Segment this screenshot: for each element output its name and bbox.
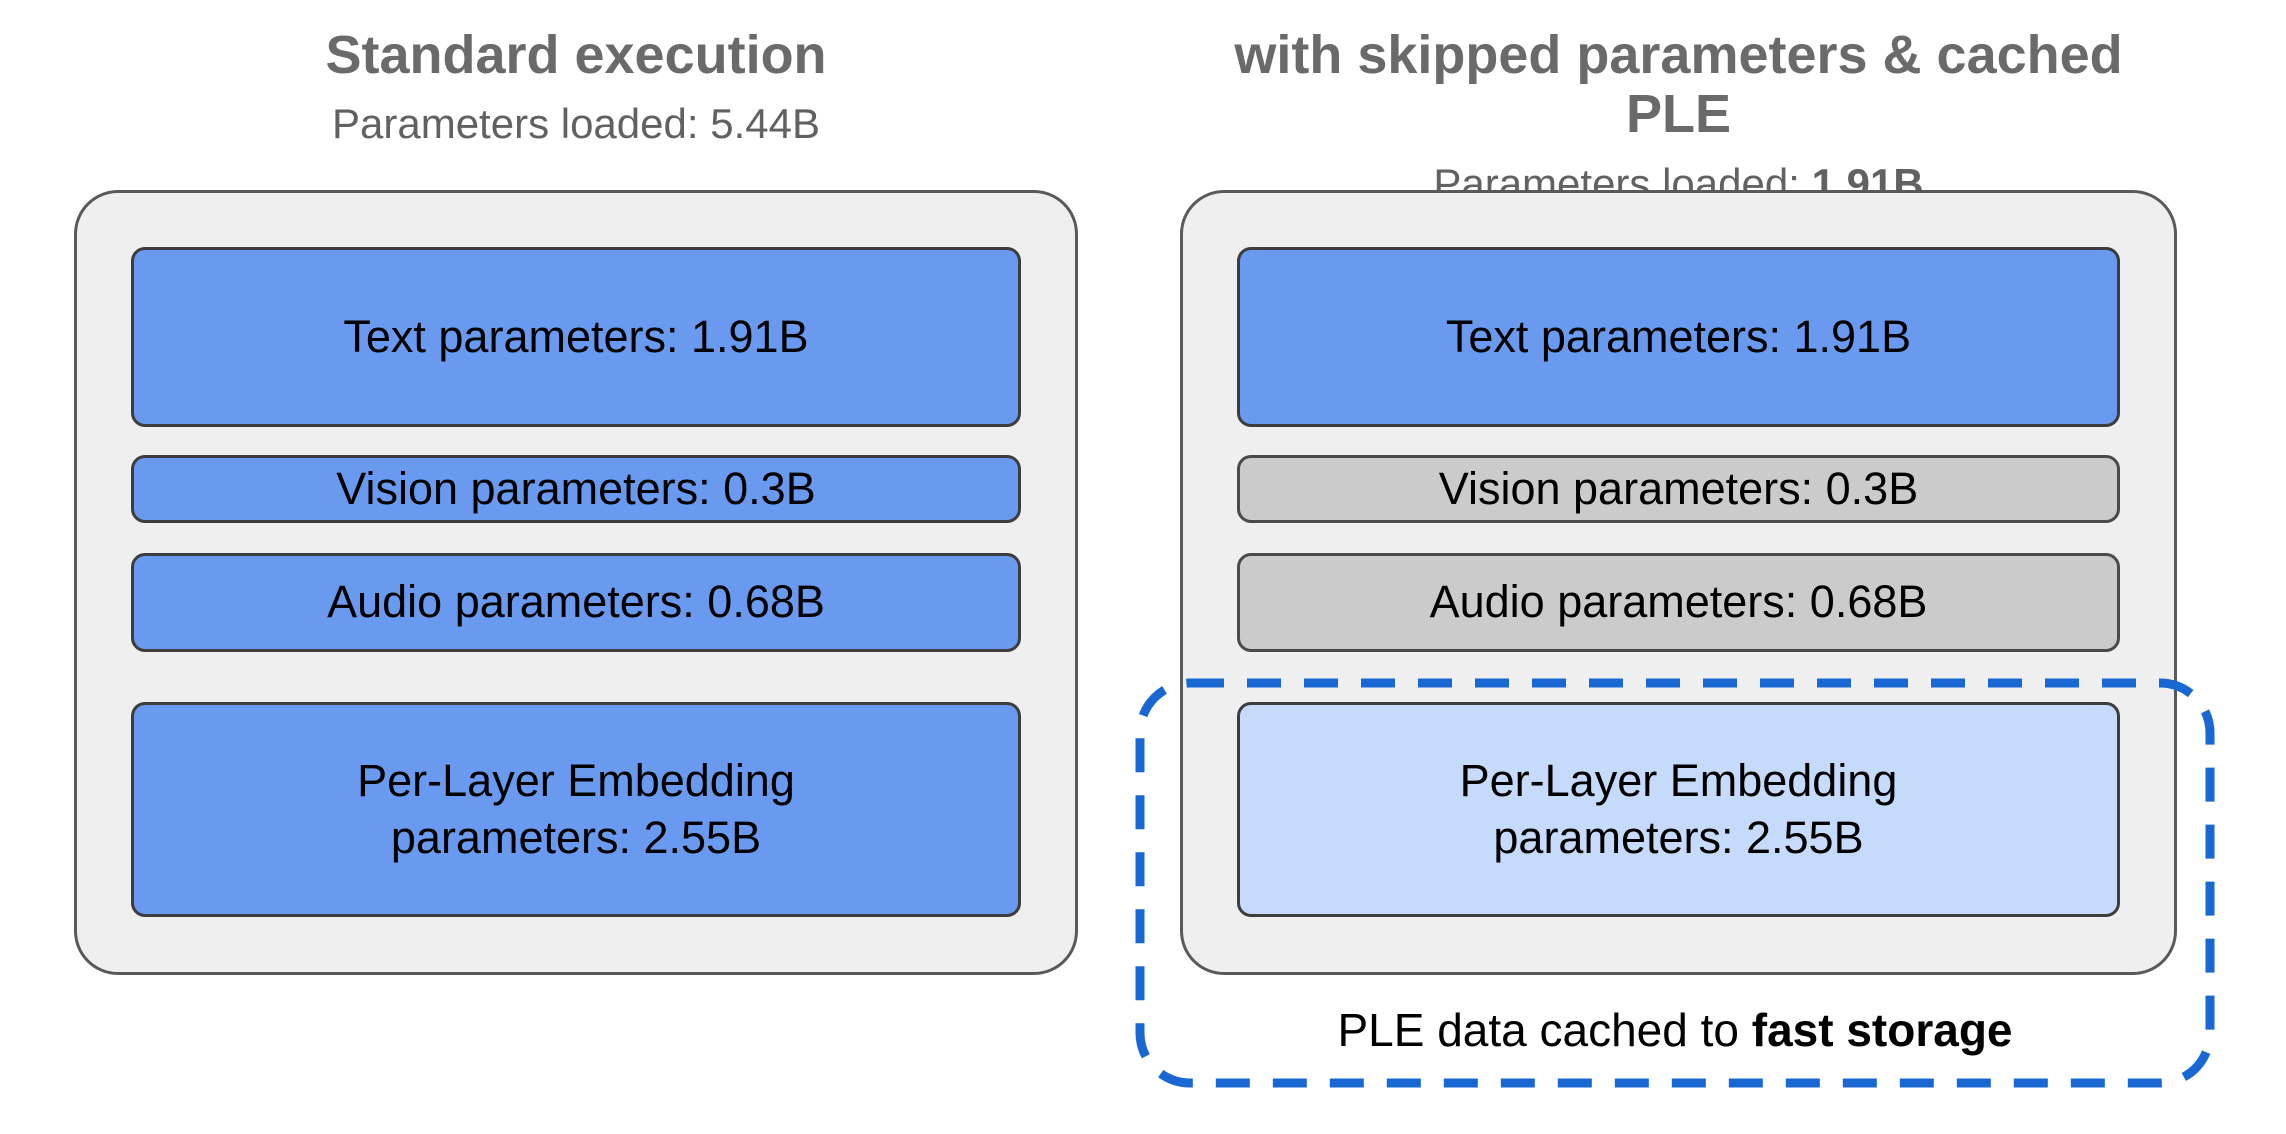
- skipped-audio-parameters-box: Audio parameters: 0.68B: [1237, 553, 2120, 652]
- parameters-loaded-label: Parameters loaded:: [332, 100, 711, 148]
- standard-model-container: Text parameters: 1.91B Vision parameters…: [74, 190, 1078, 975]
- text-parameters-label: Text parameters: 1.91B: [343, 310, 809, 362]
- text-parameters-label: Text parameters: 1.91B: [1445, 310, 1912, 362]
- standard-parameters-loaded: Parameters loaded: 5.44B: [74, 85, 1078, 149]
- skipped-text-parameters-box: Text parameters: 1.91B: [1237, 247, 2120, 427]
- standard-ple-parameters-box: Per-Layer Embedding parameters: 2.55B: [131, 702, 1021, 917]
- audio-parameters-label: Audio parameters: 0.68B: [327, 576, 825, 628]
- vision-parameters-label: Vision parameters: 0.3B: [336, 462, 816, 514]
- standard-text-parameters-box: Text parameters: 1.91B: [131, 247, 1021, 427]
- skipped-vision-parameters-box: Vision parameters: 0.3B: [1237, 455, 2120, 523]
- standard-vision-parameters-box: Vision parameters: 0.3B: [131, 455, 1021, 523]
- standard-audio-parameters-box: Audio parameters: 0.68B: [131, 553, 1021, 652]
- ple-caption-bold: fast storage: [1751, 1004, 2013, 1056]
- ple-parameters-label: Per-Layer Embedding parameters: 2.55B: [357, 755, 795, 863]
- cached-ple-parameters-box: Per-Layer Embedding parameters: 2.55B: [1237, 702, 2120, 917]
- skipped-cached-title: with skipped parameters & cached PLE: [1234, 25, 2123, 145]
- standard-execution-title: Standard execution: [325, 25, 827, 85]
- ple-cache-caption: PLE data cached to fast storage: [1135, 980, 2215, 1080]
- panel-standard-execution: Standard execution Parameters loaded: 5.…: [74, 0, 1078, 975]
- panel-skipped-cached: with skipped parameters & cached PLE Par…: [1180, 0, 2177, 975]
- audio-parameters-label: Audio parameters: 0.68B: [1429, 576, 1928, 628]
- ple-caption-prefix: PLE data cached to: [1337, 1004, 1752, 1056]
- vision-parameters-label: Vision parameters: 0.3B: [1438, 462, 1919, 514]
- skipped-model-container: Text parameters: 1.91B Vision parameters…: [1180, 190, 2177, 975]
- ple-parameters-label: Per-Layer Embedding parameters: 2.55B: [1459, 755, 1898, 863]
- parameters-loaded-value: 5.44B: [710, 100, 820, 148]
